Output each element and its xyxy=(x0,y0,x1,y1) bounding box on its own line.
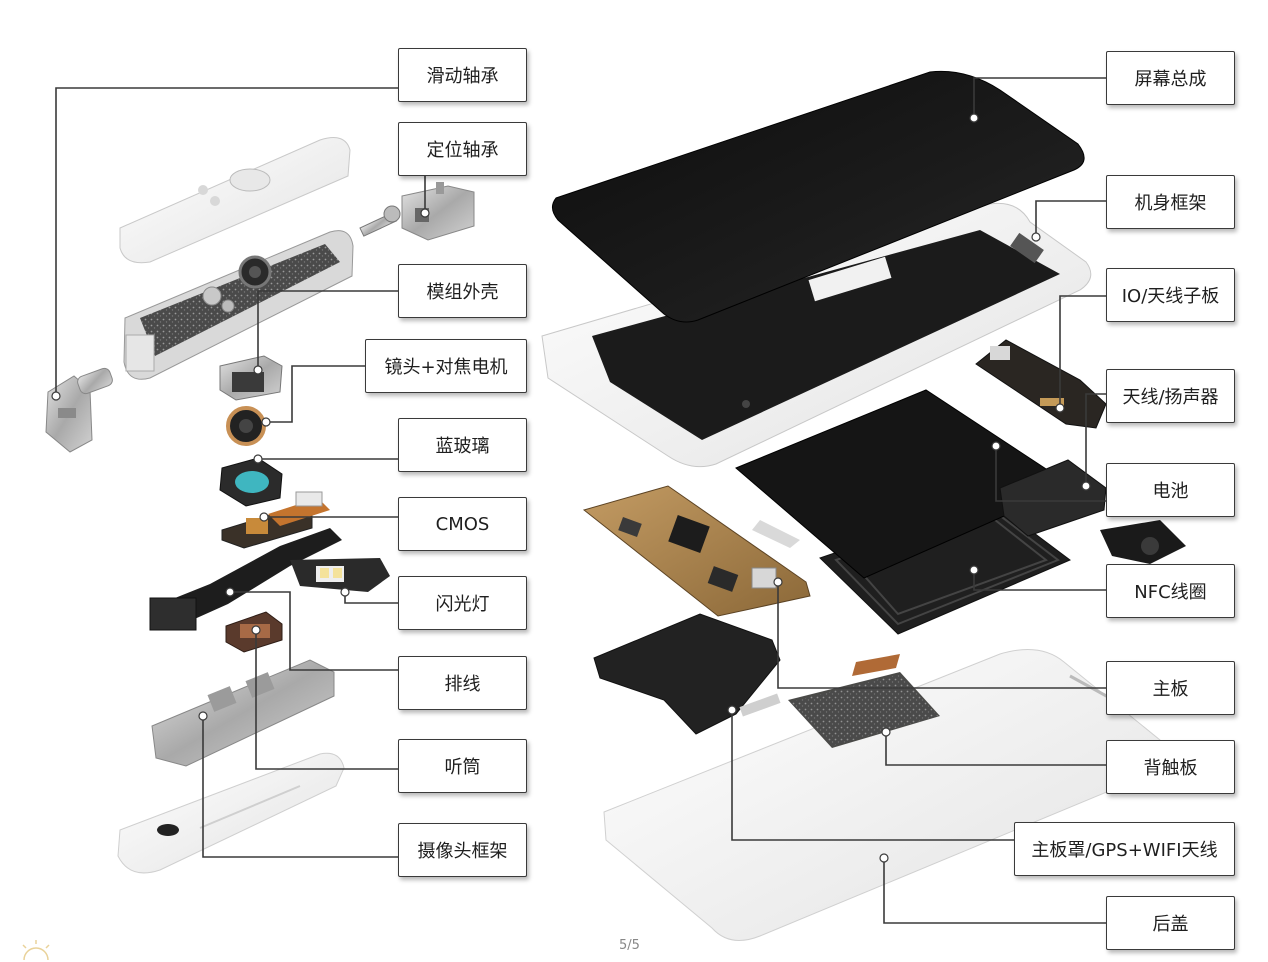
leader-mainboard xyxy=(777,582,1106,689)
module-shell-part xyxy=(123,230,354,380)
label-flash: 闪光灯 xyxy=(398,576,527,630)
module-top-cap xyxy=(119,137,351,264)
page-number: 5/5 xyxy=(619,938,640,953)
leader-nfc xyxy=(973,570,1106,591)
leader-antenna-speaker xyxy=(1085,393,1106,486)
label-positioning-bearing: 定位轴承 xyxy=(398,122,527,176)
leader-back-cover xyxy=(883,858,1106,924)
leader-camera-frame xyxy=(202,716,398,858)
label-body-frame: 机身框架 xyxy=(1106,175,1235,229)
leader-module-shell xyxy=(257,290,398,370)
module-bottom-cap xyxy=(117,752,345,874)
sapphire-glass-part xyxy=(219,457,283,507)
mainboard-part xyxy=(582,485,811,617)
label-mainboard-cover-antenna: 主板罩/GPS+WIFI天线 xyxy=(1014,822,1235,876)
watermark-logo xyxy=(22,940,50,961)
leader-battery xyxy=(995,446,1106,502)
back-touch-panel-part xyxy=(788,654,940,748)
lens-focus-motor-part xyxy=(219,355,283,446)
leader-mainboard-cover xyxy=(731,710,1014,841)
flex-cable-part xyxy=(149,528,390,631)
positioning-bearing-part xyxy=(401,182,475,241)
leader-screen xyxy=(973,77,1106,118)
label-module-shell: 模组外壳 xyxy=(398,264,527,318)
label-battery: 电池 xyxy=(1106,463,1235,517)
screw-part xyxy=(359,205,401,237)
right-parts xyxy=(541,70,1186,941)
leader-earpiece xyxy=(255,630,398,770)
label-flex-cable: 排线 xyxy=(398,656,527,710)
camera-frame-part xyxy=(151,659,335,767)
label-camera-frame: 摄像头框架 xyxy=(398,823,527,877)
label-io-antenna-board: IO/天线子板 xyxy=(1106,268,1235,322)
label-back-cover: 后盖 xyxy=(1106,896,1235,950)
leader-body-frame xyxy=(1035,200,1106,237)
leader-lines xyxy=(55,77,1106,924)
label-cmos: CMOS xyxy=(398,497,527,551)
leader-dots xyxy=(51,113,1091,863)
leader-slide-bearing xyxy=(55,87,398,396)
antenna-speaker-part xyxy=(999,459,1186,564)
mainboard-cover-part xyxy=(593,613,781,735)
label-back-touch-panel: 背触板 xyxy=(1106,740,1235,794)
label-lens-focus-motor: 镜头+对焦电机 xyxy=(365,339,527,393)
label-nfc-coil: NFC线圈 xyxy=(1106,564,1235,618)
body-frame-part xyxy=(541,202,1092,468)
leader-back-touch xyxy=(885,732,1106,766)
leader-io-board xyxy=(1059,295,1106,408)
screen-assembly-part xyxy=(552,70,1085,323)
leader-lens-motor xyxy=(266,365,365,423)
label-screen-assembly: 屏幕总成 xyxy=(1106,51,1235,105)
leader-flash xyxy=(344,592,398,604)
label-mainboard: 主板 xyxy=(1106,661,1235,715)
label-sapphire-glass: 蓝玻璃 xyxy=(398,418,527,472)
label-slide-bearing: 滑动轴承 xyxy=(398,48,527,102)
label-antenna-speaker: 天线/扬声器 xyxy=(1106,369,1235,423)
left-parts xyxy=(45,137,475,874)
label-earpiece: 听筒 xyxy=(398,739,527,793)
leader-flex-cable xyxy=(230,591,398,671)
